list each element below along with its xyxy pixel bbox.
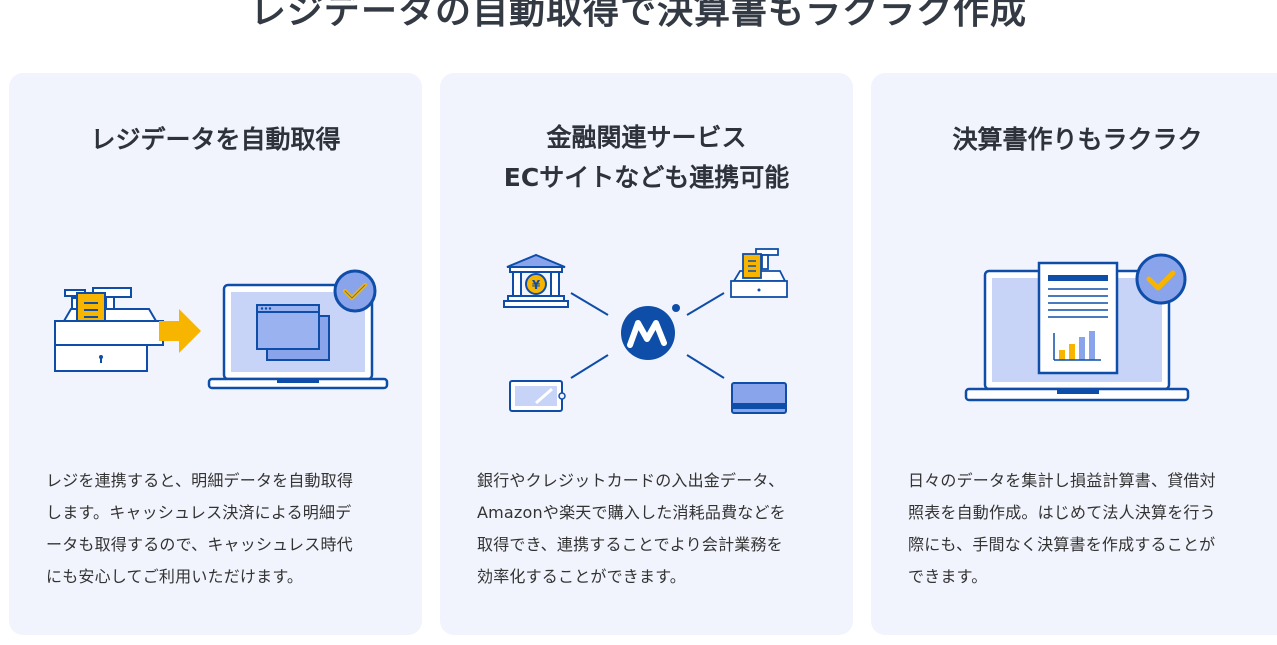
svg-text:¥: ¥ xyxy=(532,278,541,292)
check-badge-icon xyxy=(1135,253,1187,305)
card-description: 日々のデータを集計し損益計算書、貸借対 照表を自動作成。はじめて法人決算を行う … xyxy=(908,465,1258,593)
body-line: Amazonや楽天で購入した消耗品費などを xyxy=(477,503,786,522)
body-line: 日々のデータを集計し損益計算書、貸借対 xyxy=(908,471,1216,490)
body-line: にも安心してご利用いただけます。 xyxy=(46,567,304,586)
feature-card-register: レジデータを自動取得 xyxy=(9,73,422,635)
credit-card-icon xyxy=(731,382,787,414)
check-badge-icon xyxy=(333,269,377,313)
arrow-right-icon xyxy=(159,309,201,353)
services-network-illustration: ¥ xyxy=(503,248,788,414)
body-line: できます。 xyxy=(908,567,988,586)
body-line: 取得でき、連携することでより会計業務を xyxy=(477,535,783,554)
cash-register-icon xyxy=(54,287,164,372)
card-title: 決算書作りもラクラク xyxy=(871,120,1277,160)
cash-register-icon xyxy=(730,248,788,298)
card-title-line: ECサイトなども連携可能 xyxy=(503,163,790,192)
register-to-laptop-illustration xyxy=(54,269,389,390)
body-line: 際にも、手間なく決算書を作成することが xyxy=(908,535,1216,554)
body-line: 効率化することができます。 xyxy=(477,567,687,586)
card-title: レジデータを自動取得 xyxy=(9,120,422,160)
card-title-line: 金融関連サービス xyxy=(546,123,747,152)
bank-icon: ¥ xyxy=(503,253,569,308)
card-description: 銀行やクレジットカードの入出金データ、 Amazonや楽天で購入した消耗品費など… xyxy=(477,465,827,593)
laptop-report-illustration xyxy=(964,253,1190,402)
body-line: ータも取得するので、キャッシュレス時代 xyxy=(46,535,353,554)
feature-card-services: 金融関連サービス ECサイトなども連携可能 xyxy=(440,73,853,635)
body-line: 照表を自動作成。はじめて法人決算を行う xyxy=(908,503,1216,522)
body-line: 銀行やクレジットカードの入出金データ、 xyxy=(477,471,785,490)
page-heading: レジデータの自動取得で決算書もラクラク作成 xyxy=(249,0,1027,32)
money-forward-logo-icon xyxy=(621,304,680,360)
feature-card-financial-statements: 決算書作りもラクラク xyxy=(871,73,1277,635)
card-title: 金融関連サービス ECサイトなども連携可能 xyxy=(440,118,853,198)
card-description: レジを連携すると、明細データを自動取得 します。キャッシュレス決済による明細デ … xyxy=(46,465,396,593)
body-line: レジを連携すると、明細データを自動取得 xyxy=(46,471,354,490)
laptop-icon xyxy=(207,283,389,390)
card-title-line: 決算書作りもラクラク xyxy=(952,125,1203,154)
card-title-line: レジデータを自動取得 xyxy=(90,125,341,154)
ticket-card-icon xyxy=(509,380,566,412)
body-line: します。キャッシュレス決済による明細デ xyxy=(46,503,352,522)
connector-lines xyxy=(570,292,725,379)
report-document-icon xyxy=(1037,261,1119,375)
